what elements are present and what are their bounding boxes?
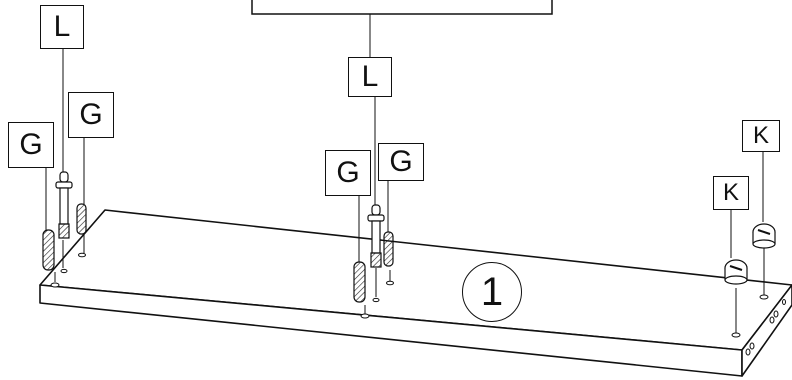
label-g-left-near: G — [8, 122, 54, 168]
label-k-right-top: K — [742, 120, 780, 152]
label-g-center-left: G — [325, 150, 371, 196]
top-part-box — [251, 0, 553, 15]
panel-number-badge: 1 — [462, 262, 522, 322]
label-l-left: L — [40, 5, 84, 49]
panel-board — [39, 209, 792, 377]
connector-bolt-center — [367, 204, 385, 268]
panel-side-face — [741, 284, 792, 377]
dowel-left-near — [42, 229, 55, 271]
label-g-center-right: G — [378, 143, 424, 181]
label-k-right-low: K — [713, 176, 749, 210]
panel-top-holes — [50, 252, 769, 338]
label-l-center: L — [348, 57, 392, 97]
cam-lock-lower — [724, 259, 748, 285]
dowel-left-far — [76, 203, 87, 235]
connector-bolt-left — [55, 171, 73, 239]
cam-lock-upper — [752, 223, 776, 249]
leader-lines — [45, 48, 765, 333]
label-g-left-far: G — [68, 92, 114, 138]
dowel-center-right — [383, 231, 394, 267]
panel-edge-holes — [745, 299, 786, 356]
dowel-center-left — [353, 261, 366, 303]
